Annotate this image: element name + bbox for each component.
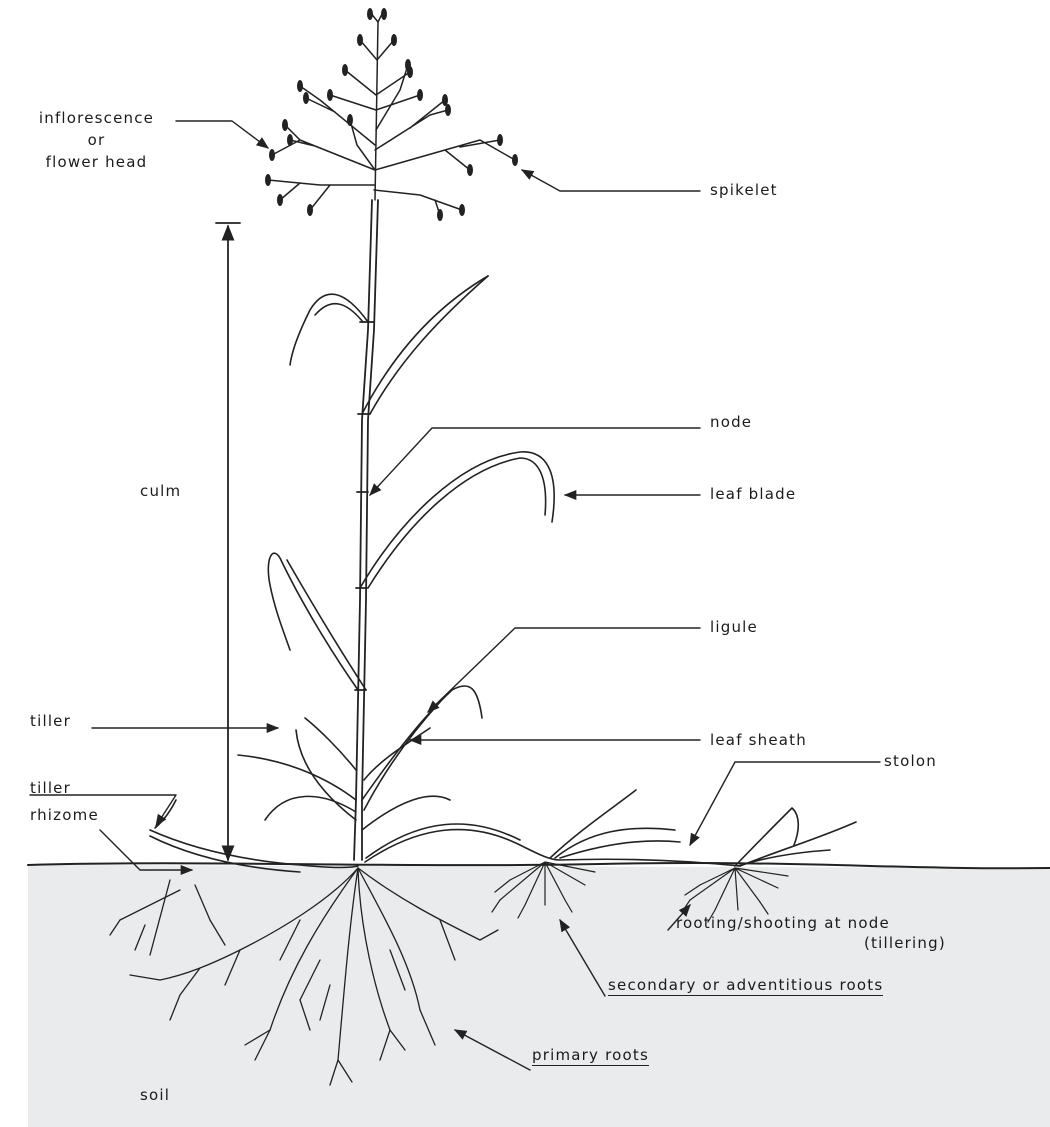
label-soil: soil (140, 1086, 170, 1104)
culm-stem (354, 200, 378, 860)
label-ligule: ligule (710, 618, 758, 636)
label-spikelet: spikelet (710, 181, 778, 199)
stolon (365, 790, 856, 866)
label-tiller-upper: tiller (30, 779, 71, 797)
label-node: node (710, 413, 752, 431)
label-or: or (14, 131, 179, 149)
leaf-blades (268, 276, 554, 690)
label-primary-roots: primary roots (532, 1046, 649, 1066)
label-rhizome: rhizome (30, 806, 99, 824)
label-secondary-roots: secondary or adventitious roots (608, 976, 883, 996)
label-leaf-sheath: leaf sheath (710, 731, 807, 749)
label-inflorescence: inflorescence (14, 109, 179, 127)
rhizome (150, 800, 358, 872)
label-flower-head: flower head (14, 153, 179, 171)
spikelets (265, 8, 518, 221)
soil-area (28, 865, 1050, 1127)
culm-height-marker (216, 223, 240, 860)
basal-tillers (238, 686, 482, 830)
label-tillering: (tillering) (864, 934, 946, 952)
label-culm: culm (140, 482, 181, 500)
label-leaf-blade: leaf blade (710, 485, 796, 503)
label-tiller: tiller (30, 712, 71, 730)
label-rooting-shooting: rooting/shooting at node (676, 914, 890, 932)
label-stolon: stolon (884, 752, 937, 770)
